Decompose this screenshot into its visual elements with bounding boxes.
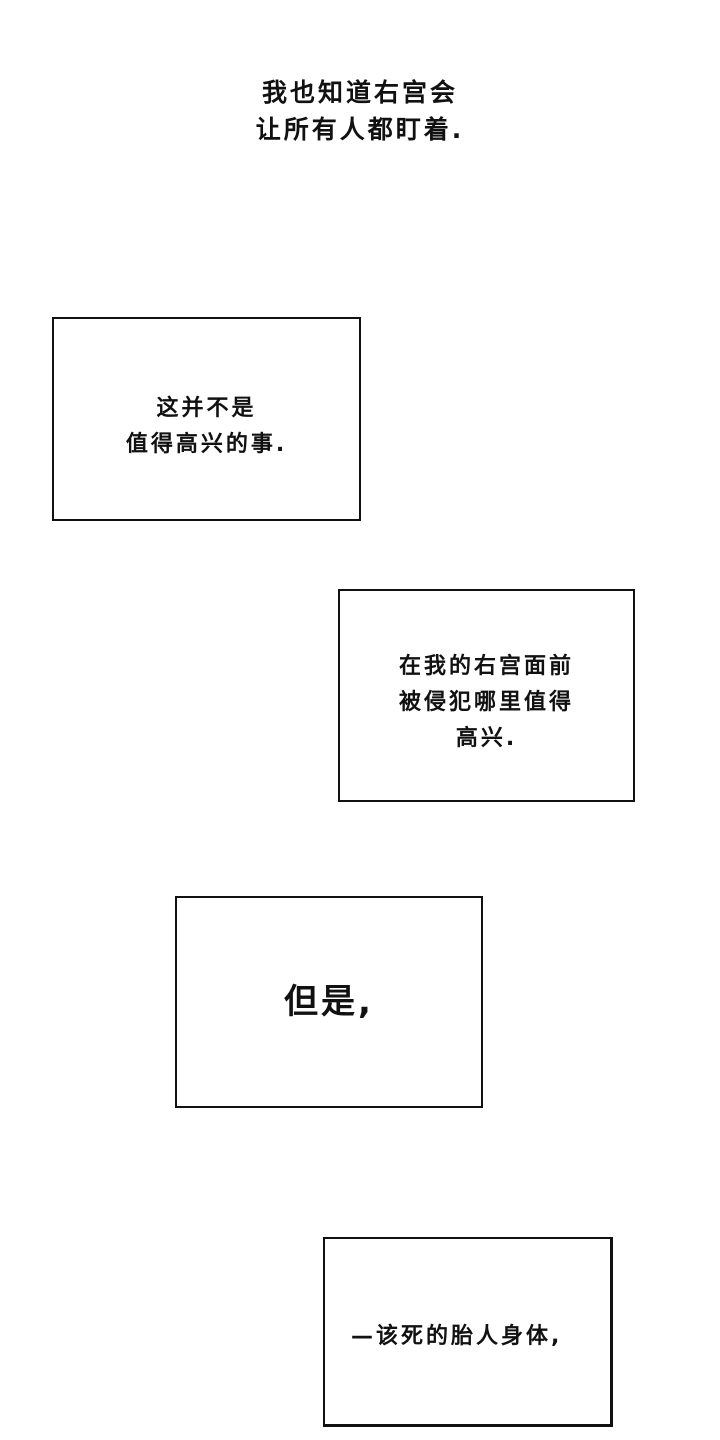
panel-text: 但是, xyxy=(177,980,481,1024)
panel-line: —该死的胎人身体, xyxy=(351,1324,563,1349)
narration-panel-3: 但是, xyxy=(175,896,483,1108)
panel-text: —该死的胎人身体, xyxy=(351,1319,562,1355)
narration-panel-4: —该死的胎人身体, xyxy=(323,1237,613,1427)
panel-line: 这并不是 xyxy=(156,396,257,421)
narration-caption: 我也知道右宫会 让所有人都盯着. xyxy=(0,74,720,148)
panel-line: 高兴. xyxy=(455,726,518,751)
panel-line: 被侵犯哪里值得 xyxy=(398,690,574,715)
panel-line: 在我的右宫面前 xyxy=(398,654,574,679)
caption-line: 让所有人都盯着. xyxy=(255,115,465,144)
panel-line: 值得高兴的事. xyxy=(125,432,288,457)
panel-text: 在我的右宫面前 被侵犯哪里值得 高兴. xyxy=(340,649,633,757)
caption-line: 我也知道右宫会 xyxy=(261,78,458,107)
narration-panel-2: 在我的右宫面前 被侵犯哪里值得 高兴. xyxy=(338,589,635,802)
panel-text: 这并不是 值得高兴的事. xyxy=(54,391,359,463)
panel-line: 但是, xyxy=(284,982,374,1022)
narration-panel-1: 这并不是 值得高兴的事. xyxy=(52,317,361,521)
